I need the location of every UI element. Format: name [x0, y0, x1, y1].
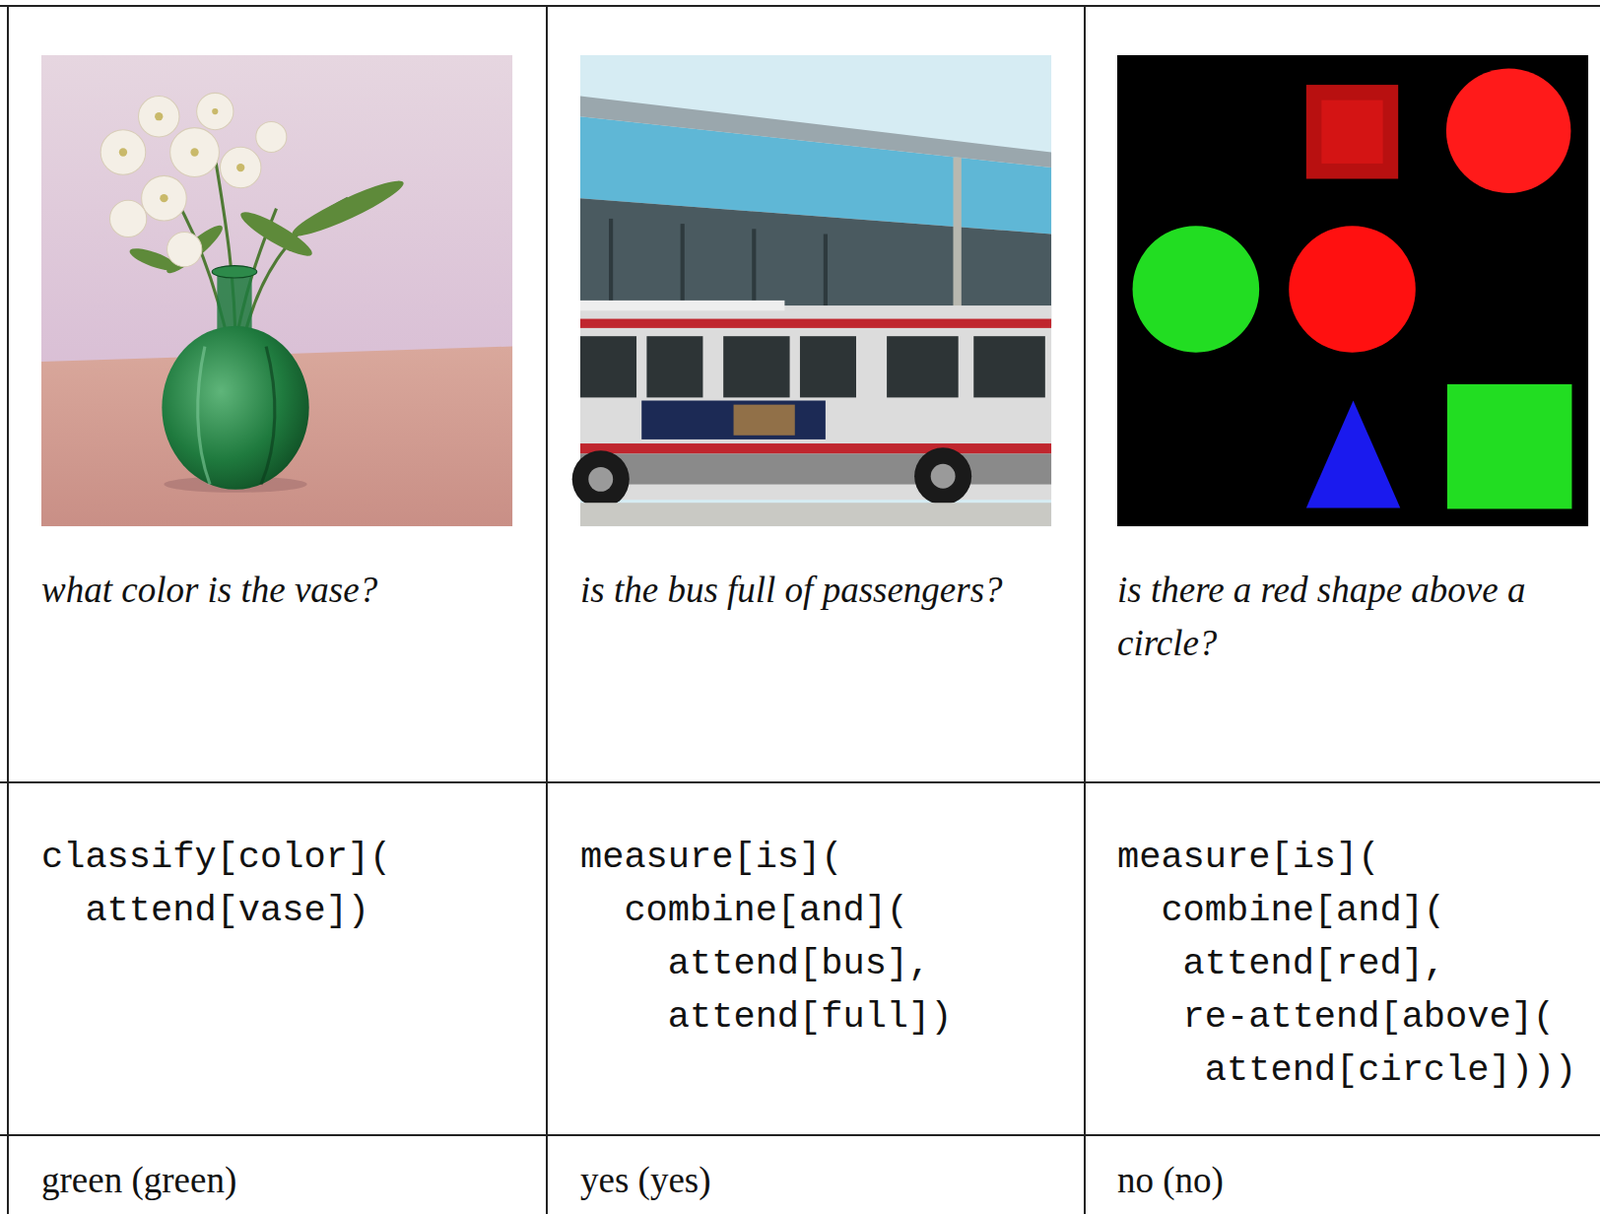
program-code: attend[red], — [1183, 936, 1446, 991]
question-text: what color is the vase? — [41, 563, 513, 617]
program-code: measure[is]( — [580, 830, 843, 884]
program-code: attend[vase]) — [84, 883, 370, 937]
answer-text: yes (yes) — [580, 1153, 712, 1207]
program-code: re-attend[above]( — [1183, 990, 1555, 1044]
program-code: combine[and]( — [1160, 883, 1446, 937]
program-code: attend[circle]))) — [1204, 1043, 1577, 1097]
program-code: combine[and]( — [623, 883, 909, 937]
question-text: is there a red shape above a circle? — [1117, 563, 1589, 670]
program-code: attend[bus], — [667, 936, 931, 991]
answer-text: no (no) — [1117, 1153, 1224, 1207]
program-code: attend[full]) — [667, 990, 953, 1044]
table-rules — [0, 5, 1600, 1214]
answer-text: green (green) — [41, 1153, 237, 1207]
program-code: classify[color]( — [41, 830, 392, 884]
bus-photo — [572, 55, 1052, 527]
program-code: measure[is]( — [1117, 830, 1380, 884]
question-text: is the bus full of passengers? — [580, 563, 1052, 617]
shapes-image — [1117, 55, 1589, 527]
vase-photo — [41, 55, 513, 527]
